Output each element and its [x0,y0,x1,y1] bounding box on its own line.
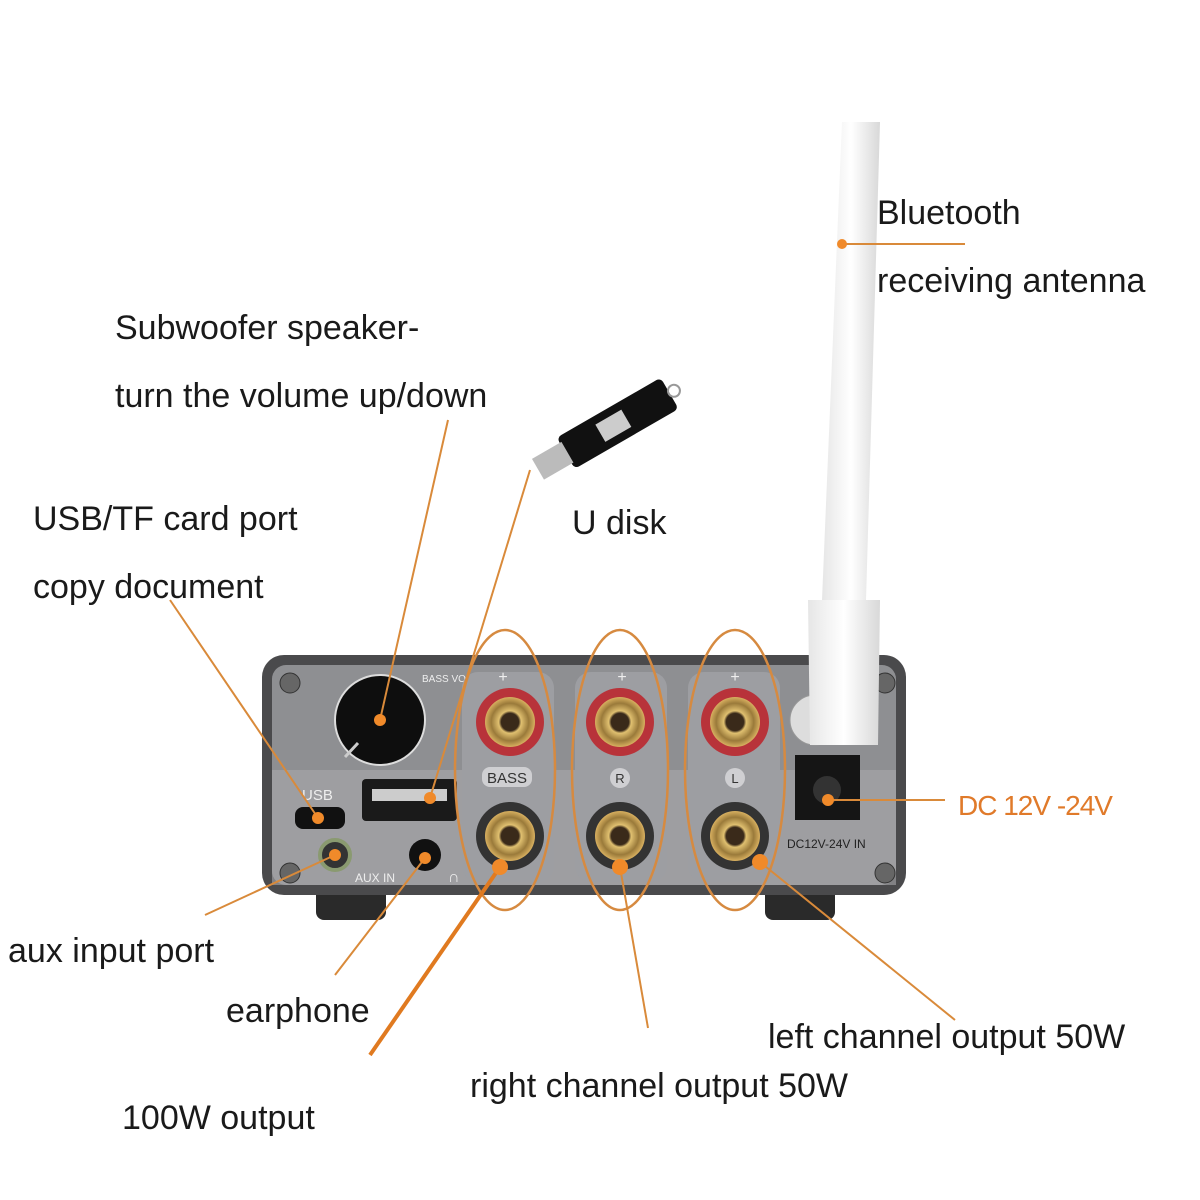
aux-label: aux input port [8,932,215,970]
right-negative-terminal[interactable] [595,811,645,861]
svg-text:+: + [730,669,739,686]
svg-text:+: + [498,669,507,686]
amplifier-body: BASS VOL USB AUX IN ∩ + BASS + R [262,655,906,920]
left-channel-label: left channel output 50W [768,1018,1125,1056]
right-terminals: + R [575,669,667,882]
left-terminals: + L [688,669,780,882]
screw-icon [874,862,896,884]
bass-highlight-oval [453,628,557,912]
usb-label-line2: copy document [33,568,264,606]
bass-terminals: + BASS [462,669,554,882]
right-highlight-oval [570,628,670,912]
antenna-label-line1: Bluetooth [877,194,1021,232]
screw-icon [279,672,301,694]
headphone-icon: ∩ [448,869,460,886]
dc-in-label: DC12V-24V IN [787,837,866,851]
bluetooth-antenna [789,122,880,746]
u-disk-label: U disk [572,504,667,542]
left-label: L [731,771,738,786]
usb-label: USB [302,787,333,804]
right-channel-label: right channel output 50W [470,1067,848,1105]
right-label: R [615,771,624,786]
aux-in-label: AUX IN [355,871,395,885]
left-negative-terminal[interactable] [710,811,760,861]
left-positive-terminal[interactable] [710,697,760,747]
bass-vol-label: BASS VOL [422,674,472,685]
subwoofer-label-line2: turn the volume up/down [115,377,487,415]
output-100w-label: 100W output [122,1099,315,1137]
left-highlight-oval [683,628,787,912]
antenna-label-line2: receiving antenna [877,262,1146,300]
svg-text:+: + [617,669,626,686]
bass-label: BASS [487,770,527,787]
leader-lines [169,239,965,1057]
bass-positive-terminal[interactable] [485,697,535,747]
usb-label-line1: USB/TF card port [33,500,298,538]
right-positive-terminal[interactable] [595,697,645,747]
subwoofer-label-line1: Subwoofer speaker- [115,309,419,347]
dc-label: DC 12V -24V [958,790,1113,821]
bass-negative-terminal[interactable] [485,811,535,861]
earphone-label: earphone [226,992,370,1030]
u-disk-image [531,379,681,480]
